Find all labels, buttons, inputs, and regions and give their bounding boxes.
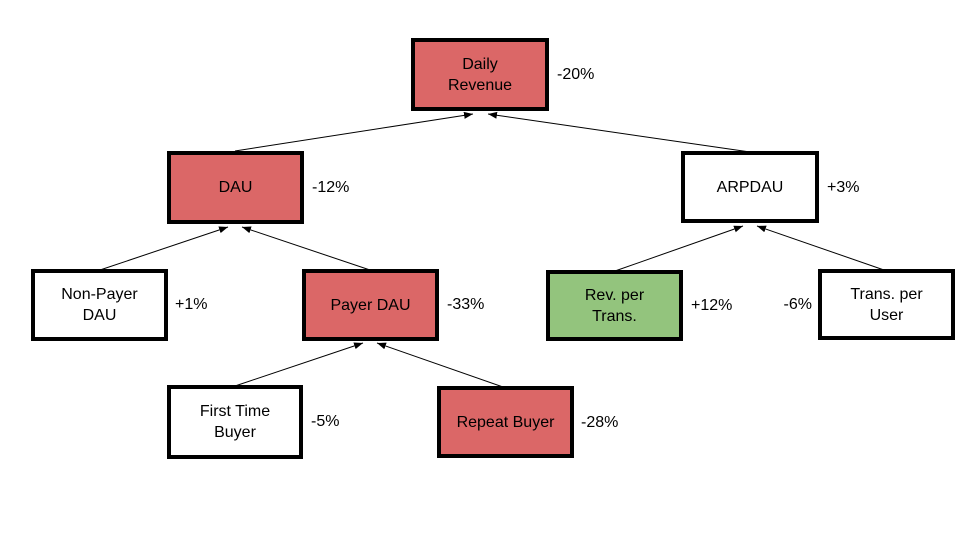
change-label-arpdau: +3% <box>827 179 860 196</box>
change-label-payer-dau: -33% <box>447 296 485 313</box>
change-label-rev-per-trans: +12% <box>691 297 733 314</box>
node-payer-dau: Payer DAU <box>302 269 439 341</box>
connector-repeat-buyer-to-payer-dau <box>376 342 504 388</box>
node-label-trans-per-user: Trans. per User <box>850 285 923 324</box>
change-label-first-time-buyer: -5% <box>311 413 340 430</box>
connector-payer-dau-to-dau <box>241 226 371 271</box>
node-label-first-time-buyer: First Time Buyer <box>199 403 271 441</box>
connector-rev-per-trans-to-arpdau <box>614 225 744 272</box>
change-label-non-payer-dau: +1% <box>175 296 208 313</box>
node-label-daily-revenue: Daily Revenue <box>447 55 513 94</box>
connector-dau-to-daily-revenue <box>234 111 474 152</box>
node-rev-per-trans: Rev. per Trans. <box>546 270 683 341</box>
change-label-daily-revenue: -20% <box>557 66 595 83</box>
node-trans-per-user: Trans. per User <box>818 269 955 340</box>
node-label-arpdau: ARPDAU <box>716 178 784 196</box>
node-label-payer-dau: Payer DAU <box>330 296 411 314</box>
node-repeat-buyer: Repeat Buyer <box>437 386 574 458</box>
node-first-time-buyer: First Time Buyer <box>167 385 303 459</box>
node-label-dau: DAU <box>218 179 253 196</box>
change-label-repeat-buyer: -28% <box>581 414 619 431</box>
node-dau: DAU <box>167 151 304 224</box>
node-non-payer-dau: Non-Payer DAU <box>31 269 168 341</box>
connector-non-payer-dau-to-dau <box>99 226 229 271</box>
connector-arpdau-to-daily-revenue <box>487 111 751 153</box>
node-label-repeat-buyer: Repeat Buyer <box>456 413 555 431</box>
node-daily-revenue: Daily Revenue <box>411 38 549 111</box>
change-label-dau: -12% <box>312 179 350 196</box>
node-arpdau: ARPDAU <box>681 151 819 223</box>
connector-trans-per-user-to-arpdau <box>756 225 885 271</box>
node-label-rev-per-trans: Rev. per Trans. <box>584 286 645 325</box>
node-label-non-payer-dau: Non-Payer DAU <box>61 286 138 324</box>
connector-first-time-buyer-to-payer-dau <box>234 342 364 387</box>
change-label-trans-per-user: -6% <box>783 296 812 313</box>
